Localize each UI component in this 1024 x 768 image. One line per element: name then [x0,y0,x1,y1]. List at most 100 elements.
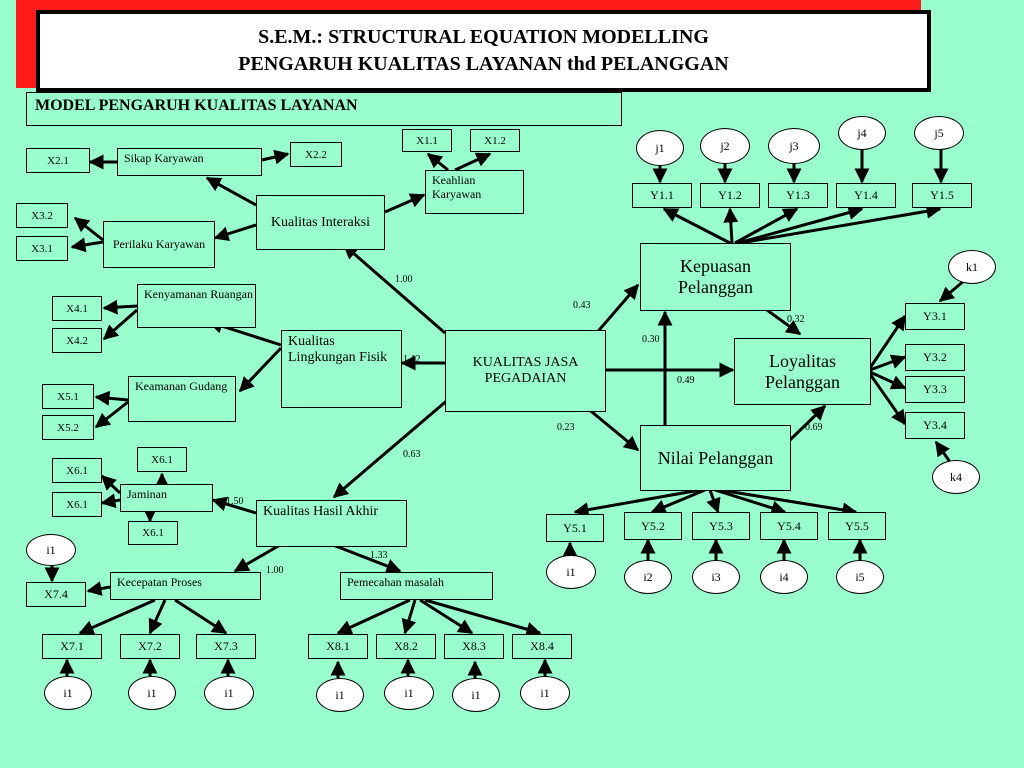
indicator-y1-1: Y1.1 [632,183,692,208]
arrow-loyalitas-y34 [868,373,907,426]
page-title: S.E.M.: STRUCTURAL EQUATION MODELLING PE… [40,14,927,88]
coef-kepuasan-loyalitas: 0.32 [787,314,805,325]
indicator-x2-1: X2.1 [26,148,90,173]
arrow-kecepatan-x72 [148,599,167,635]
construct-kualitas-lingkungan-fisik: Kualitas Lingkungan Fisik [281,330,402,408]
dimension-perilaku-karyawan: Perilaku Karyawan [103,221,215,268]
construct-kualitas-hasil-akhir: Kualitas Hasil Akhir [256,500,407,547]
indicator-y5-1: Y5.1 [546,514,604,542]
arrow-kepuasan-y14 [737,205,864,245]
error-i4: i4 [760,560,808,594]
indicator-x3-2: X3.2 [16,203,68,228]
arrow-hasil-pemecahan [332,543,402,574]
arrow-jaminan-x61-left [100,474,122,495]
arrow-kecepatan-x73 [174,598,228,635]
dimension-sikap-karyawan: Sikap Karyawan [117,148,262,176]
indicator-x7-1: X7.1 [42,634,102,659]
error-i5: i5 [836,560,884,594]
error-k1: k1 [948,250,996,284]
arrow-fisik-keamanan [238,346,283,393]
arrow-hasil-kecepatan [233,543,281,573]
coef-central-fisik: 1.12 [403,354,421,365]
arrow-keahlian-x12 [454,152,492,172]
arrow-kenyamanan-x41 [102,299,138,315]
arrow-k1-y31 [938,278,966,303]
dimension-keahlian-karyawan: Keahlian Karyawan [425,170,524,214]
arrow-keahlian-x11 [426,152,449,172]
indicator-x6-1-top: X6.1 [137,447,187,472]
arrow-perilaku-x32 [73,216,104,242]
error-j4: j4 [838,116,886,150]
arrow-perilaku-x31 [70,237,104,253]
coef-central-kepuasan: 0.43 [573,300,591,311]
indicator-x4-1: X4.1 [52,296,102,321]
arrow-pemecahan-x83 [419,598,474,635]
indicator-y3-3: Y3.3 [905,376,965,403]
error-i1-x73: i1 [204,676,254,710]
arrow-nilai-y51 [573,488,701,518]
arrow-nilai-y55 [719,488,858,518]
arrow-k4-y34 [934,440,952,463]
arrow-nilai-loyalitas [788,404,827,442]
title-line-2: PENGARUH KUALITAS LAYANAN thd PELANGGAN [238,53,729,75]
coef-nilai-loyalitas: 0.69 [805,422,823,433]
error-j1: j1 [636,130,684,166]
model-subtitle: MODEL PENGARUH KUALITAS LAYANAN [26,92,622,126]
indicator-y3-1: Y3.1 [905,303,965,330]
error-i1-y51: i1 [546,555,596,589]
dimension-kecepatan-proses: Kecepatan Proses [110,572,261,600]
arrow-kepuasan-y15 [739,203,942,245]
indicator-y5-3: Y5.3 [692,512,750,540]
indicator-x7-3: X7.3 [196,634,256,659]
indicator-y5-4: Y5.4 [760,512,818,540]
error-i1-x74: i1 [26,534,76,566]
indicator-x5-1: X5.1 [42,384,94,409]
arrow-nilai-y54 [714,488,787,516]
indicator-x8-3: X8.3 [444,634,504,659]
arrow-sikap-x22 [261,149,290,165]
title-line-1: S.E.M.: STRUCTURAL EQUATION MODELLING [258,26,709,48]
indicator-x7-2: X7.2 [120,634,180,659]
arrow-nilai-y52 [650,488,706,514]
error-i1-x82: i1 [384,676,434,710]
dimension-kenyamanan-ruangan: Kenyamanan Ruangan [137,284,256,328]
coef-hasil-kecepatan: 1.00 [266,565,284,576]
error-j5: j5 [914,116,964,150]
indicator-x6-1-bottom: X6.1 [128,521,178,545]
arrow-jaminan-x61-leftb [100,493,121,509]
error-i1-x81: i1 [316,678,364,712]
construct-loyalitas-pelanggan: Loyalitas Pelanggan [734,338,871,405]
indicator-x4-2: X4.2 [52,328,102,353]
indicator-y3-2: Y3.2 [905,344,965,371]
arrow-kecepatan-x71 [78,598,156,635]
indicator-x1-2: X1.2 [470,129,520,152]
indicator-x3-1: X3.1 [16,236,68,261]
arrow-pemecahan-x82 [401,599,417,635]
arrow-loyalitas-y32 [869,354,907,372]
error-i1-x83: i1 [452,678,500,712]
arrow-interaksi-keahlian [384,193,426,214]
coef-hasil-jaminan: 1.50 [226,496,244,507]
indicator-x6-1-left-lower: X6.1 [52,492,102,517]
indicator-x2-2: X2.2 [290,142,342,167]
arrow-interaksi-sikap [205,176,257,207]
dimension-pemecahan-masalah: Pemecahan masalah [340,572,493,600]
arrow-central-hasil [332,396,451,499]
arrow-keamanan-x52 [94,400,129,429]
error-j2: j2 [700,128,750,164]
dimension-jaminan: Jaminan [120,484,213,512]
indicator-x1-1: X1.1 [402,129,452,152]
error-i1-x71: i1 [44,676,92,710]
indicator-y3-4: Y3.4 [905,412,965,439]
arrow-nilai-y53 [706,489,721,514]
arrow-kepuasan-y11 [662,207,731,245]
coef-central-interaksi: 1.00 [395,274,413,285]
arrow-hasil-jaminan [211,496,257,515]
arrow-loyalitas-y31 [868,314,907,369]
error-i1-x72: i1 [128,676,176,710]
arrow-pemecahan-x84 [424,598,542,637]
construct-kepuasan-pelanggan: Kepuasan Pelanggan [640,243,791,311]
indicator-x8-4: X8.4 [512,634,572,659]
arrow-loyalitas-y33 [869,370,907,390]
